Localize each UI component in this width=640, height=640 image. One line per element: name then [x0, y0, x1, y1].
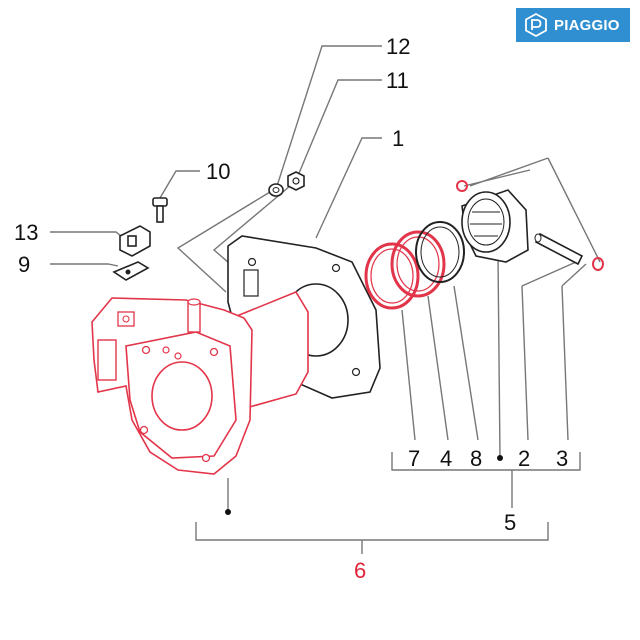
callout-12: 12	[386, 34, 410, 59]
clip-part-3	[456, 180, 604, 271]
callout-6: 6	[354, 558, 366, 583]
callout-2: 2	[518, 446, 530, 471]
piaggio-shield-icon	[525, 13, 547, 37]
callout-10: 10	[206, 159, 230, 184]
piston-ring-7	[364, 242, 420, 310]
screw-part-10	[152, 197, 168, 223]
callout-11: 11	[386, 68, 409, 93]
callout-9: 9	[18, 252, 30, 277]
leader-lines	[50, 45, 601, 554]
callout-3: 3	[556, 446, 568, 471]
callout-labels: 12 11 1 10 13 9 7 4 8 2 3 5 6	[14, 34, 568, 583]
nut-part-11	[287, 171, 305, 191]
callout-dot-6	[225, 509, 231, 515]
callout-1: 1	[392, 126, 404, 151]
cylinder-part-6	[91, 291, 309, 475]
piston	[461, 189, 529, 263]
callout-8: 8	[470, 446, 482, 471]
piston-ring-4	[390, 230, 446, 298]
callout-dot-5	[497, 455, 503, 461]
plate-part-9	[112, 261, 150, 281]
callout-5: 5	[504, 510, 516, 535]
piston-ring-8	[415, 221, 465, 283]
brand-name: PIAGGIO	[554, 17, 620, 34]
bracket-part-13	[119, 225, 151, 257]
piaggio-logo: PIAGGIO	[516, 8, 630, 42]
callout-13: 13	[14, 220, 38, 245]
washer-part-12	[268, 183, 284, 197]
callout-7: 7	[408, 446, 420, 471]
piston-pin-part-2	[534, 232, 584, 266]
callout-4: 4	[440, 446, 452, 471]
